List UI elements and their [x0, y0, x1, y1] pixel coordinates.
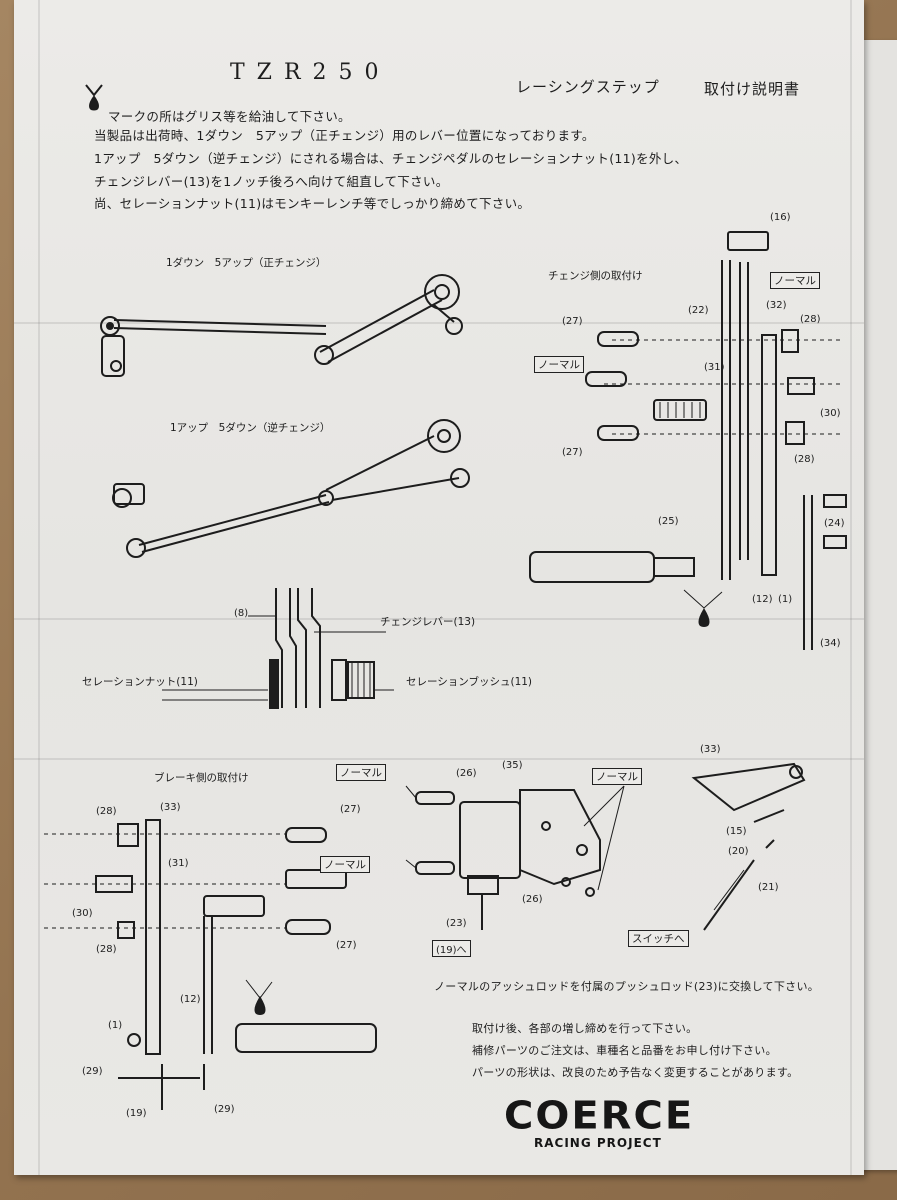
fold-line [850, 0, 852, 1175]
part-number-label: (1) [108, 1020, 123, 1031]
model-title: TZR250 [230, 60, 391, 85]
part-number-label: (27) [340, 804, 361, 815]
part-number-label: (26) [522, 894, 543, 905]
part-number-label: (27) [336, 940, 357, 951]
part-number-label: (26) [456, 768, 477, 779]
part-number-label: (24) [824, 518, 845, 529]
part-number-label: (32) [766, 300, 787, 311]
fold-line [14, 618, 864, 620]
normal-label: ノーマル [592, 768, 642, 785]
part-number-label: (31) [704, 362, 725, 373]
to-switch-label: スイッチへ [628, 930, 689, 947]
shift-linkage-reverse [112, 419, 470, 558]
label-change-lever: チェンジレバー(13) [380, 616, 476, 628]
part-number-label: (30) [820, 408, 841, 419]
master-cylinder-assembly [405, 785, 625, 930]
part-number-label: (28) [794, 454, 815, 465]
serration-detail [162, 588, 394, 709]
label-serration-bush: セレーションブッシュ(11) [406, 676, 533, 688]
fold-line [14, 322, 864, 324]
part-number-label: (27) [562, 316, 583, 327]
fold-line [38, 0, 40, 1175]
document-type: 取付け説明書 [704, 80, 801, 98]
part-number-label: (33) [160, 802, 181, 813]
part-number-label: (33) [700, 744, 721, 755]
instruction-sheet: TZR250 レーシングステップ 取付け説明書 [14, 0, 864, 1175]
part-number-label: (28) [96, 806, 117, 817]
label-serration-nut: セレーションナット(11) [82, 676, 198, 688]
diagram-canvas [44, 84, 847, 1110]
part-number-label: (22) [688, 305, 709, 316]
part-number-label: (20) [728, 846, 749, 857]
intro-line-2: 当製品は出荷時、1ダウン 5アップ（正チェンジ）用のレバー位置になっております。 [94, 128, 595, 143]
part-number-label: (23) [446, 918, 467, 929]
note-retighten: 取付け後、各部の増し締めを行って下さい。 [472, 1022, 698, 1035]
caption-normal-shift: 1ダウン 5アップ（正チェンジ） [166, 257, 327, 269]
to-19-label: (19)へ [432, 940, 471, 957]
part-number-label: (27) [562, 447, 583, 458]
note-pushrod: ノーマルのアッシュロッドを付属のプッシュロッド(23)に交換して下さい。 [434, 980, 820, 993]
normal-label: ノーマル [320, 856, 370, 873]
part-number-label: (21) [758, 882, 779, 893]
part-number-label: (25) [658, 516, 679, 527]
part-number-label: (19) [126, 1108, 147, 1119]
change-side-assembly [529, 231, 847, 650]
part-number-label: (29) [82, 1066, 103, 1077]
part-number-label: (31) [168, 858, 189, 869]
part-number-label: (8) [234, 608, 249, 619]
racing-project-tagline: RACING PROJECT [534, 1136, 662, 1150]
shift-linkage-normal [100, 274, 463, 377]
part-number-label: (16) [770, 212, 791, 223]
second-sheet-edge [858, 40, 897, 1170]
part-number-label: (15) [726, 826, 747, 837]
part-number-label: (35) [502, 760, 523, 771]
caption-brake-side: ブレーキ側の取付け [154, 772, 249, 784]
intro-line-3: 1アップ 5ダウン（逆チェンジ）にされる場合は、チェンジペダルのセレーションナッ… [94, 151, 688, 166]
normal-label: ノーマル [534, 356, 584, 373]
note-repair-parts: 補修パーツのご注文は、車種名と品番をお申し付け下さい。 [472, 1044, 777, 1057]
fold-line [14, 758, 864, 760]
coerce-logo: COERCE [504, 1094, 695, 1138]
part-number-label: (28) [800, 314, 821, 325]
part-number-label: (28) [96, 944, 117, 955]
caption-change-side: チェンジ側の取付け [548, 270, 643, 282]
intro-line-5: 尚、セレーションナット(11)はモンキーレンチ等でしっかり締めて下さい。 [94, 196, 531, 211]
intro-line-4: チェンジレバー(13)を1ノッチ後ろへ向けて組直して下さい。 [94, 174, 449, 189]
part-number-label: (1) [778, 594, 793, 605]
part-number-label: (12) [180, 994, 201, 1005]
part-number-label: (12) [752, 594, 773, 605]
brake-side-assembly [44, 819, 377, 1110]
normal-label: ノーマル [770, 272, 820, 289]
grease-mark-icon [85, 84, 103, 111]
note-shape-change: パーツの形状は、改良のため予告なく変更することがあります。 [472, 1066, 799, 1079]
intro-line-1: マークの所はグリス等を給油して下さい。 [108, 109, 351, 124]
part-number-label: (30) [72, 908, 93, 919]
part-number-label: (29) [214, 1104, 235, 1115]
normal-label: ノーマル [336, 764, 386, 781]
product-name: レーシングステップ [516, 78, 660, 96]
brake-switch-linkage [691, 762, 806, 931]
caption-reverse-shift: 1アップ 5ダウン（逆チェンジ） [170, 422, 331, 434]
part-number-label: (34) [820, 638, 841, 649]
